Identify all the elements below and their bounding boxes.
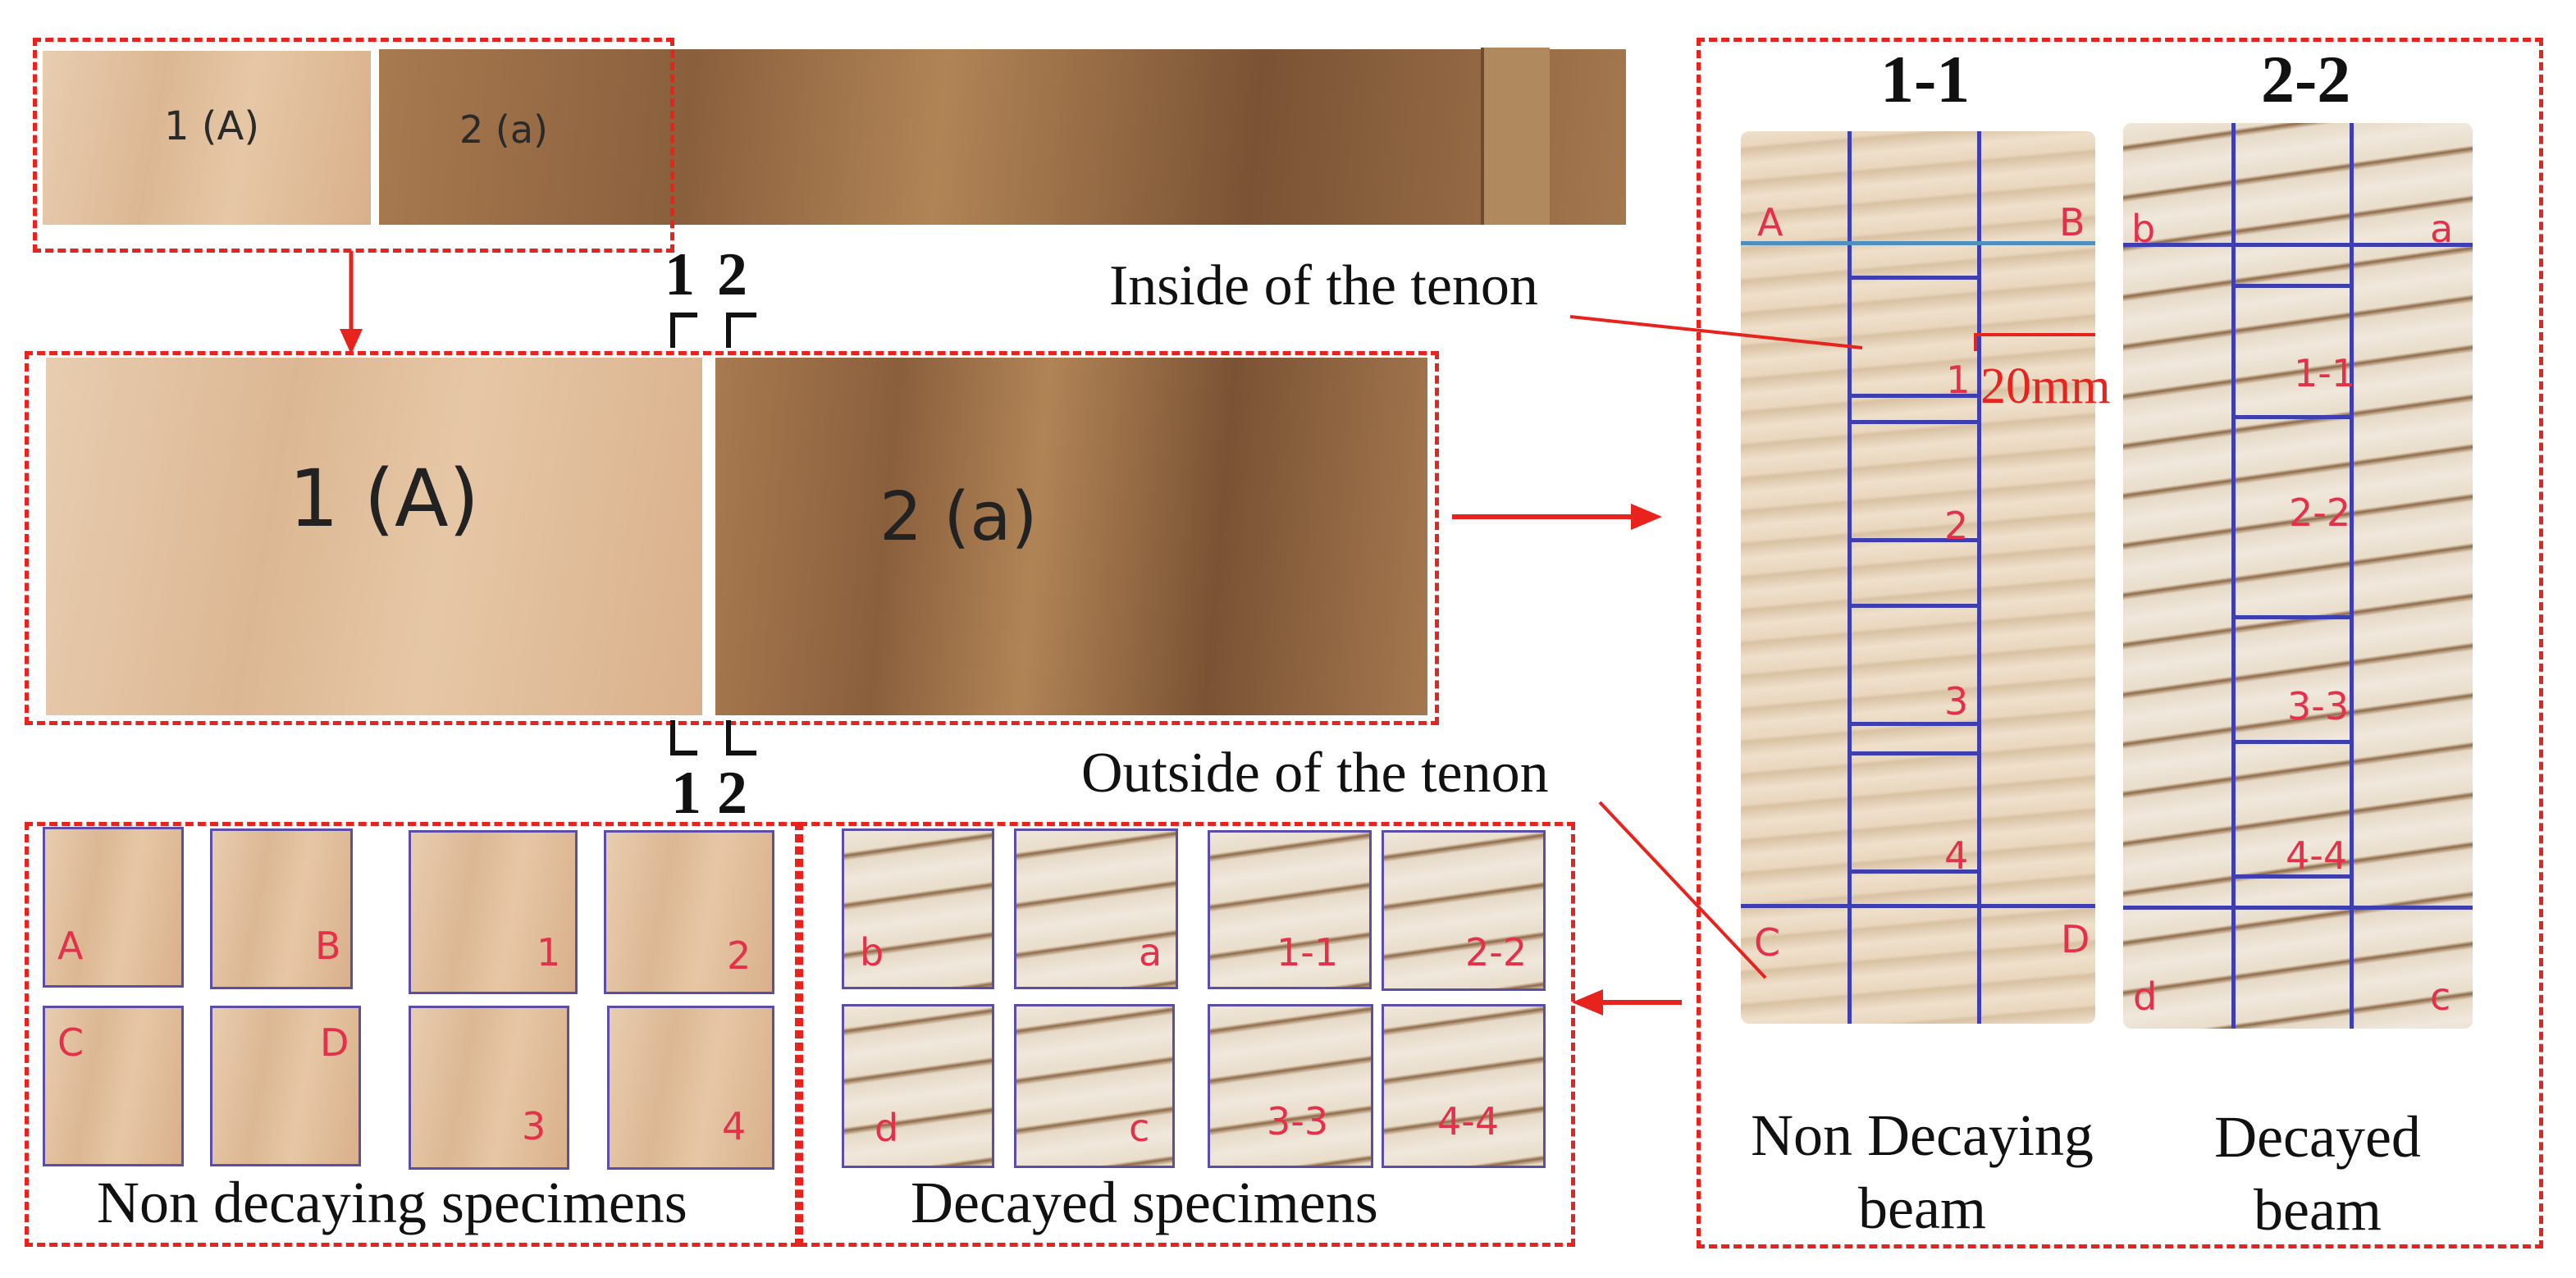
- specimen-label-C: C: [57, 1020, 84, 1065]
- section-title-1-1: 1-1: [1880, 42, 1971, 116]
- specimen-A: [43, 827, 184, 988]
- caption-decayed-beam: Decayed beam: [2214, 1104, 2421, 1244]
- section-label-B: B: [2059, 200, 2085, 244]
- specimen-1: [409, 830, 578, 994]
- section-label-2-2: 2-2: [2289, 491, 2351, 535]
- section-label-2: 2: [1944, 504, 1969, 548]
- arrow-down-icon: [340, 251, 363, 354]
- arrow-right-icon: [1452, 504, 1662, 530]
- section-label-a: a: [2430, 207, 2454, 251]
- enlarged-photo-box: [25, 351, 1439, 725]
- section-label-b: b: [2131, 207, 2156, 251]
- strip-crop-box: [33, 38, 674, 253]
- beam-strip-steel-plate: [1481, 48, 1550, 225]
- section-label-1: 1: [1946, 358, 1971, 402]
- cut-marker-top-2: 2: [717, 241, 747, 308]
- beam-photo-decayed: [715, 358, 1427, 715]
- beam-photo-label-non-decayed: 1 (A): [289, 453, 480, 545]
- specimen-4-4: [1382, 1004, 1546, 1168]
- specimen-label-3-3: 3-3: [1267, 1099, 1329, 1143]
- specimen-label-d: d: [875, 1106, 899, 1150]
- specimen-c: [1014, 1004, 1175, 1168]
- cross-section-decayed: [2123, 123, 2473, 1029]
- specimen-label-b: b: [860, 930, 884, 974]
- specimen-a: [1014, 828, 1178, 989]
- specimen-label-D: D: [320, 1020, 349, 1065]
- cross-section-non-decayed: [1741, 131, 2095, 1024]
- specimen-3-3: [1208, 1004, 1373, 1168]
- annotation-inside: Inside of the tenon: [1109, 254, 1538, 317]
- section-label-3-3: 3-3: [2287, 684, 2350, 728]
- caption-decayed-specimens: Decayed specimens: [911, 1170, 1378, 1235]
- specimen-label-4-4: 4-4: [1437, 1099, 1500, 1143]
- cut-marker-bottom-1: 1: [671, 760, 701, 827]
- beam-photo-label-decayed: 2 (a): [879, 478, 1038, 556]
- specimen-label-2-2: 2-2: [1465, 930, 1528, 974]
- specimen-d: [842, 1004, 994, 1168]
- specimen-label-A: A: [57, 924, 84, 968]
- cut-bracket-top: [670, 313, 756, 348]
- specimen-D: [210, 1006, 361, 1166]
- specimen-3: [409, 1006, 569, 1170]
- specimen-label-1-1: 1-1: [1277, 930, 1339, 974]
- specimen-C: [43, 1006, 184, 1166]
- specimen-2-2: [1382, 830, 1546, 991]
- decayed-specimens-box: [799, 822, 1575, 1247]
- section-label-c: c: [2430, 974, 2451, 1019]
- caption-non-decaying-specimens: Non decaying specimens: [97, 1170, 687, 1235]
- specimen-label-B: B: [315, 924, 341, 968]
- scale-bar: [1974, 333, 2095, 351]
- specimen-label-1: 1: [537, 930, 561, 974]
- section-label-4-4: 4-4: [2286, 833, 2348, 878]
- specimen-2: [604, 830, 774, 994]
- section-label-3: 3: [1944, 679, 1969, 723]
- specimen-1-1: [1208, 830, 1372, 989]
- specimen-label-3: 3: [522, 1104, 546, 1148]
- caption-non-decaying-beam: Non Decaying beam: [1751, 1102, 2094, 1242]
- section-label-1-1: 1-1: [2294, 351, 2356, 395]
- non-decaying-specimens-box: [25, 822, 799, 1247]
- beam-strip-label-decayed: 2 (a): [459, 107, 548, 152]
- specimen-label-c: c: [1129, 1106, 1150, 1150]
- beam-strip-non-decayed: [43, 51, 371, 225]
- section-label-A: A: [1757, 200, 1784, 244]
- arrow-left-icon: [1572, 989, 1682, 1016]
- beam-strip-decayed: [379, 49, 1626, 225]
- section-label-4: 4: [1944, 833, 1969, 878]
- beam-strip-label-non-decayed: 1 (A): [164, 103, 260, 149]
- beam-photo-non-decayed: [46, 358, 702, 715]
- cut-marker-bottom-2: 2: [717, 760, 747, 827]
- specimen-label-4: 4: [722, 1104, 747, 1148]
- section-label-D: D: [2061, 917, 2090, 961]
- annotation-outside: Outside of the tenon: [1081, 742, 1549, 805]
- specimen-4: [607, 1006, 774, 1170]
- section-title-2-2: 2-2: [2261, 42, 2351, 116]
- scale-bar-label: 20mm: [1980, 358, 2111, 414]
- specimen-b: [842, 828, 994, 989]
- section-label-d: d: [2133, 974, 2158, 1019]
- specimen-label-2: 2: [727, 933, 751, 978]
- cut-marker-top-1: 1: [665, 241, 695, 308]
- section-label-C: C: [1754, 920, 1781, 965]
- specimen-B: [210, 828, 353, 989]
- specimen-label-a: a: [1139, 930, 1162, 974]
- cut-bracket-bottom: [670, 720, 756, 755]
- section-panel-box: [1697, 38, 2543, 1248]
